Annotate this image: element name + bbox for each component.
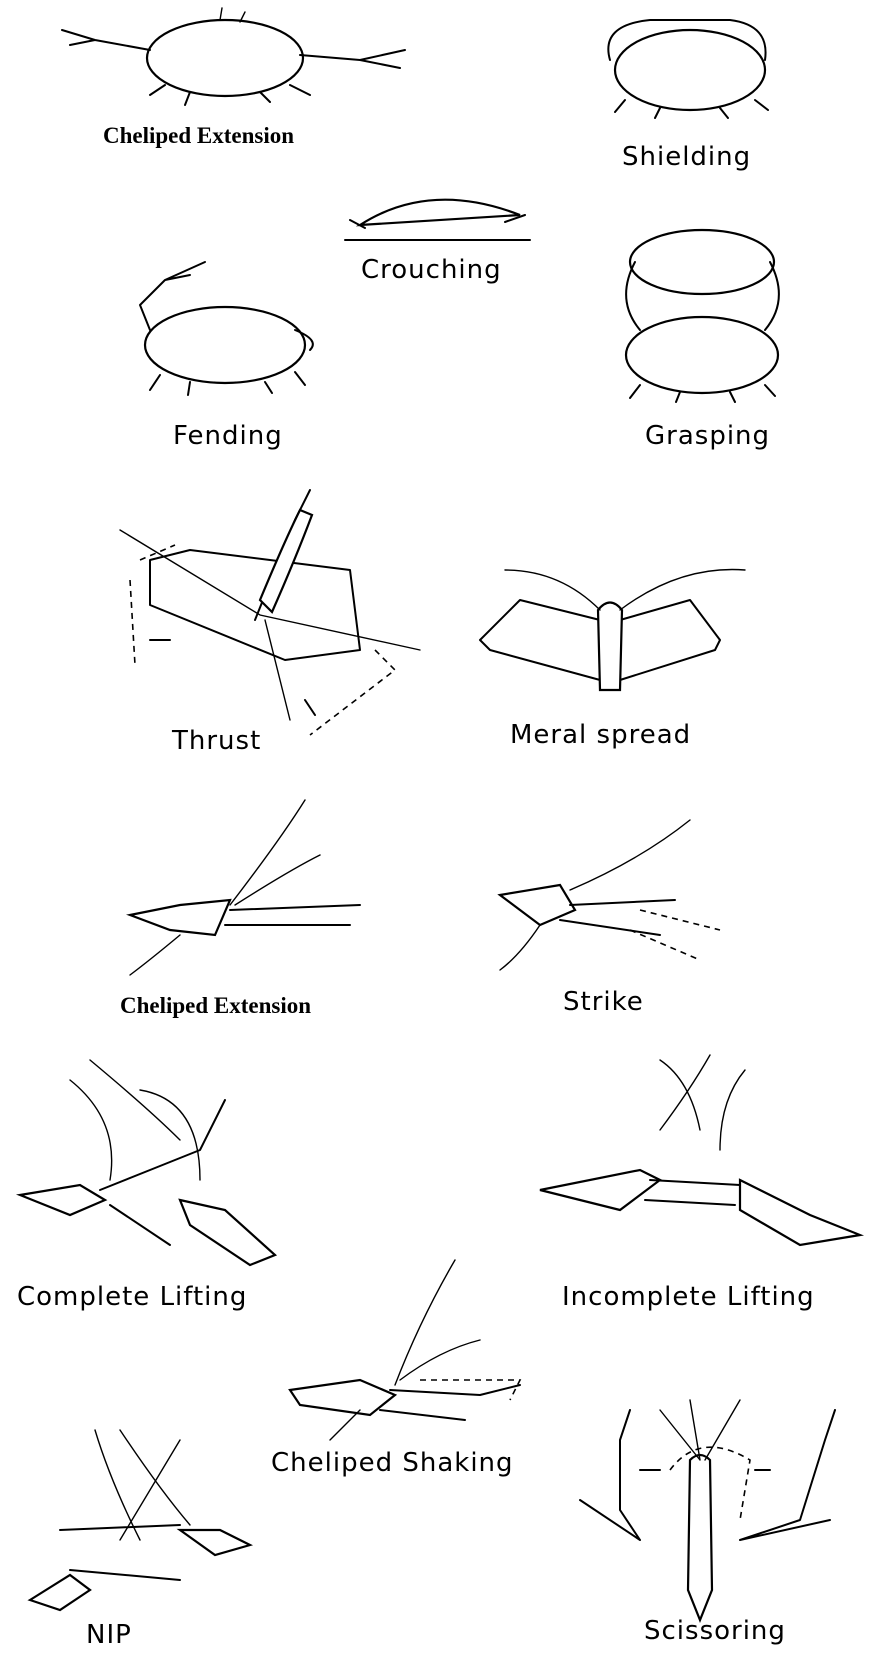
label-cheliped-shaking: Cheliped Shaking — [271, 1448, 514, 1478]
shielding-drawing — [608, 20, 768, 118]
cheliped-shaking-drawing — [290, 1260, 520, 1440]
label-crouching: Crouching — [361, 255, 502, 285]
fending-drawing — [140, 262, 313, 395]
strike-drawing — [500, 820, 720, 970]
label-shielding: Shielding — [622, 142, 751, 172]
nip-drawing — [30, 1430, 250, 1610]
label-incomplete-lifting: Incomplete Lifting — [562, 1282, 815, 1312]
label-scissoring: Scissoring — [644, 1616, 786, 1646]
crab-cheliped-extension-drawing — [62, 8, 405, 105]
label-nip: NIP — [86, 1620, 132, 1650]
label-fending: Fending — [173, 421, 283, 451]
grasping-drawing — [626, 230, 779, 402]
thrust-drawing — [120, 490, 420, 735]
incomplete-lifting-drawing — [540, 1055, 860, 1245]
shrimp-cheliped-extension-drawing — [130, 800, 360, 975]
crouching-drawing — [345, 200, 530, 240]
complete-lifting-drawing — [20, 1060, 275, 1265]
scissoring-drawing — [580, 1400, 835, 1620]
label-complete-lifting: Complete Lifting — [17, 1282, 247, 1312]
label-crab-cheliped-extension: Cheliped Extension — [103, 123, 294, 149]
label-grasping: Grasping — [645, 421, 770, 451]
label-shrimp-cheliped-extension: Cheliped Extension — [120, 993, 311, 1019]
meral-spread-drawing — [480, 570, 745, 691]
label-meral-spread: Meral spread — [510, 720, 691, 750]
label-strike: Strike — [563, 987, 644, 1017]
label-thrust: Thrust — [172, 726, 261, 756]
